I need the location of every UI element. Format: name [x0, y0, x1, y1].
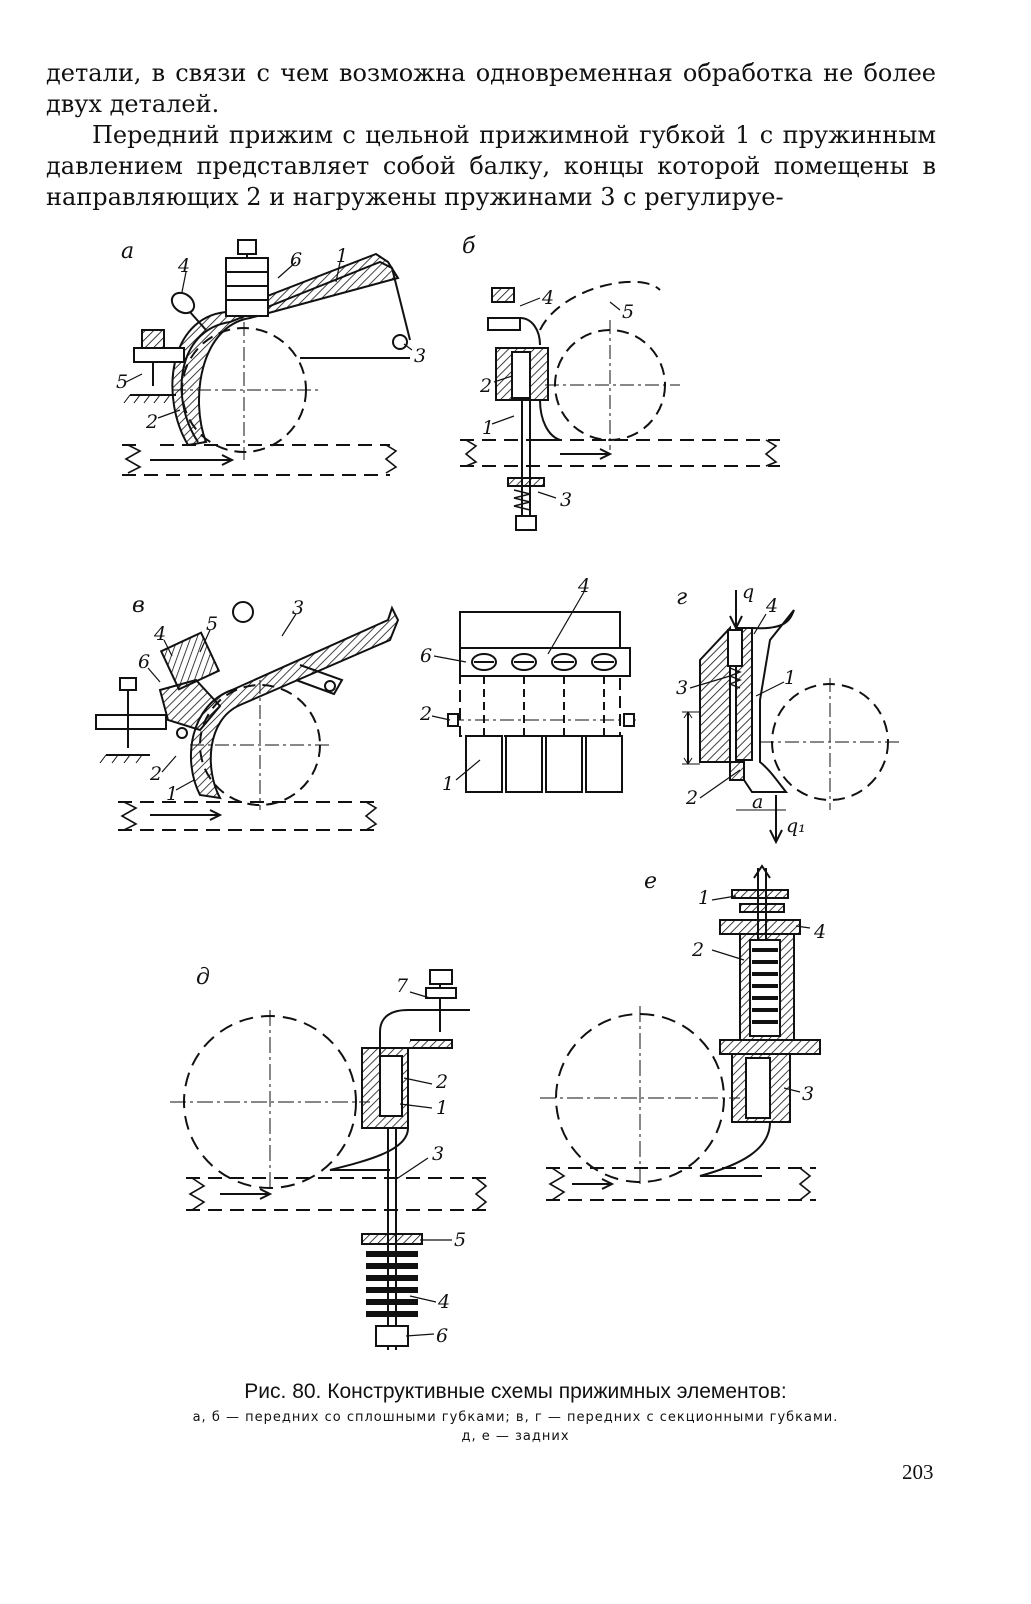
- label-d-7: 7: [396, 975, 409, 997]
- figure-caption-title: Рис. 80. Конструктивные схемы прижимных …: [244, 1380, 787, 1403]
- label-v-2: 2: [149, 763, 162, 785]
- label-s-2: 2: [419, 703, 432, 725]
- label-b-4: 4: [541, 287, 554, 309]
- diagram-d: [170, 969, 490, 1350]
- label-b-2: 2: [479, 375, 492, 397]
- label-a-4: 4: [177, 255, 190, 277]
- label-g-3: 3: [676, 677, 688, 699]
- label-s-4: 4: [577, 575, 590, 597]
- panel-label-b: б: [462, 234, 476, 259]
- label-b-3: 3: [560, 489, 572, 511]
- label-v-6: 6: [138, 651, 150, 673]
- label-e-3: 3: [802, 1083, 814, 1105]
- label-g-1: 1: [784, 667, 796, 689]
- label-d-2: 2: [435, 1071, 448, 1093]
- diagram-section: [447, 611, 636, 793]
- label-g-4: 4: [765, 595, 778, 617]
- label-a-5: 5: [116, 371, 128, 393]
- label-g-2: 2: [685, 787, 698, 809]
- label-s-1: 1: [442, 773, 454, 795]
- panel-label-a: а: [121, 239, 134, 264]
- panel-label-v: в: [132, 593, 145, 618]
- label-d-6: 6: [436, 1325, 448, 1347]
- label-v-3: 3: [292, 597, 304, 619]
- label-d-4: 4: [437, 1291, 450, 1313]
- label-a-2: 2: [145, 411, 158, 433]
- diagram-a: [122, 239, 411, 476]
- panel-label-d: д: [196, 965, 210, 990]
- figure-caption-line-1: а, б — передних со сплошными губками; в,…: [192, 1410, 839, 1425]
- page-number: 203: [902, 1460, 934, 1484]
- panel-label-e: е: [644, 869, 657, 894]
- label-s-6: 6: [420, 645, 432, 667]
- paragraph-1: детали, в связи с чем возможна одновреме…: [46, 59, 936, 118]
- label-b-5: 5: [622, 301, 634, 323]
- diagram-e: [540, 864, 821, 1201]
- label-g-q: q: [742, 581, 754, 603]
- label-g-q1: q₁: [786, 815, 806, 837]
- label-a-6: 6: [290, 249, 302, 271]
- label-v-1: 1: [166, 783, 178, 805]
- diagram-b: [460, 280, 780, 531]
- label-a-3: 3: [414, 345, 426, 367]
- label-e-1: 1: [698, 887, 710, 909]
- label-d-3: 3: [432, 1143, 444, 1165]
- leader-lines: [125, 261, 811, 1337]
- label-d-5: 5: [454, 1229, 466, 1251]
- label-b-1: 1: [482, 417, 494, 439]
- label-d-1: 1: [436, 1097, 448, 1119]
- label-g-a: a: [752, 791, 763, 813]
- diagram-g: [682, 590, 900, 845]
- panel-label-g: г: [676, 585, 687, 610]
- label-v-4: 4: [153, 623, 166, 645]
- label-e-4: 4: [813, 921, 826, 943]
- diagram-v: [95, 601, 400, 831]
- label-a-1: 1: [336, 245, 348, 267]
- figure-caption-line-2: д, е — задних: [461, 1429, 570, 1444]
- paragraph-2: Передний прижим с цельной прижимной губк…: [46, 121, 936, 211]
- label-e-2: 2: [691, 939, 704, 961]
- label-v-5: 5: [206, 613, 218, 635]
- body-text: детали, в связи с чем возможна одновреме…: [46, 58, 936, 213]
